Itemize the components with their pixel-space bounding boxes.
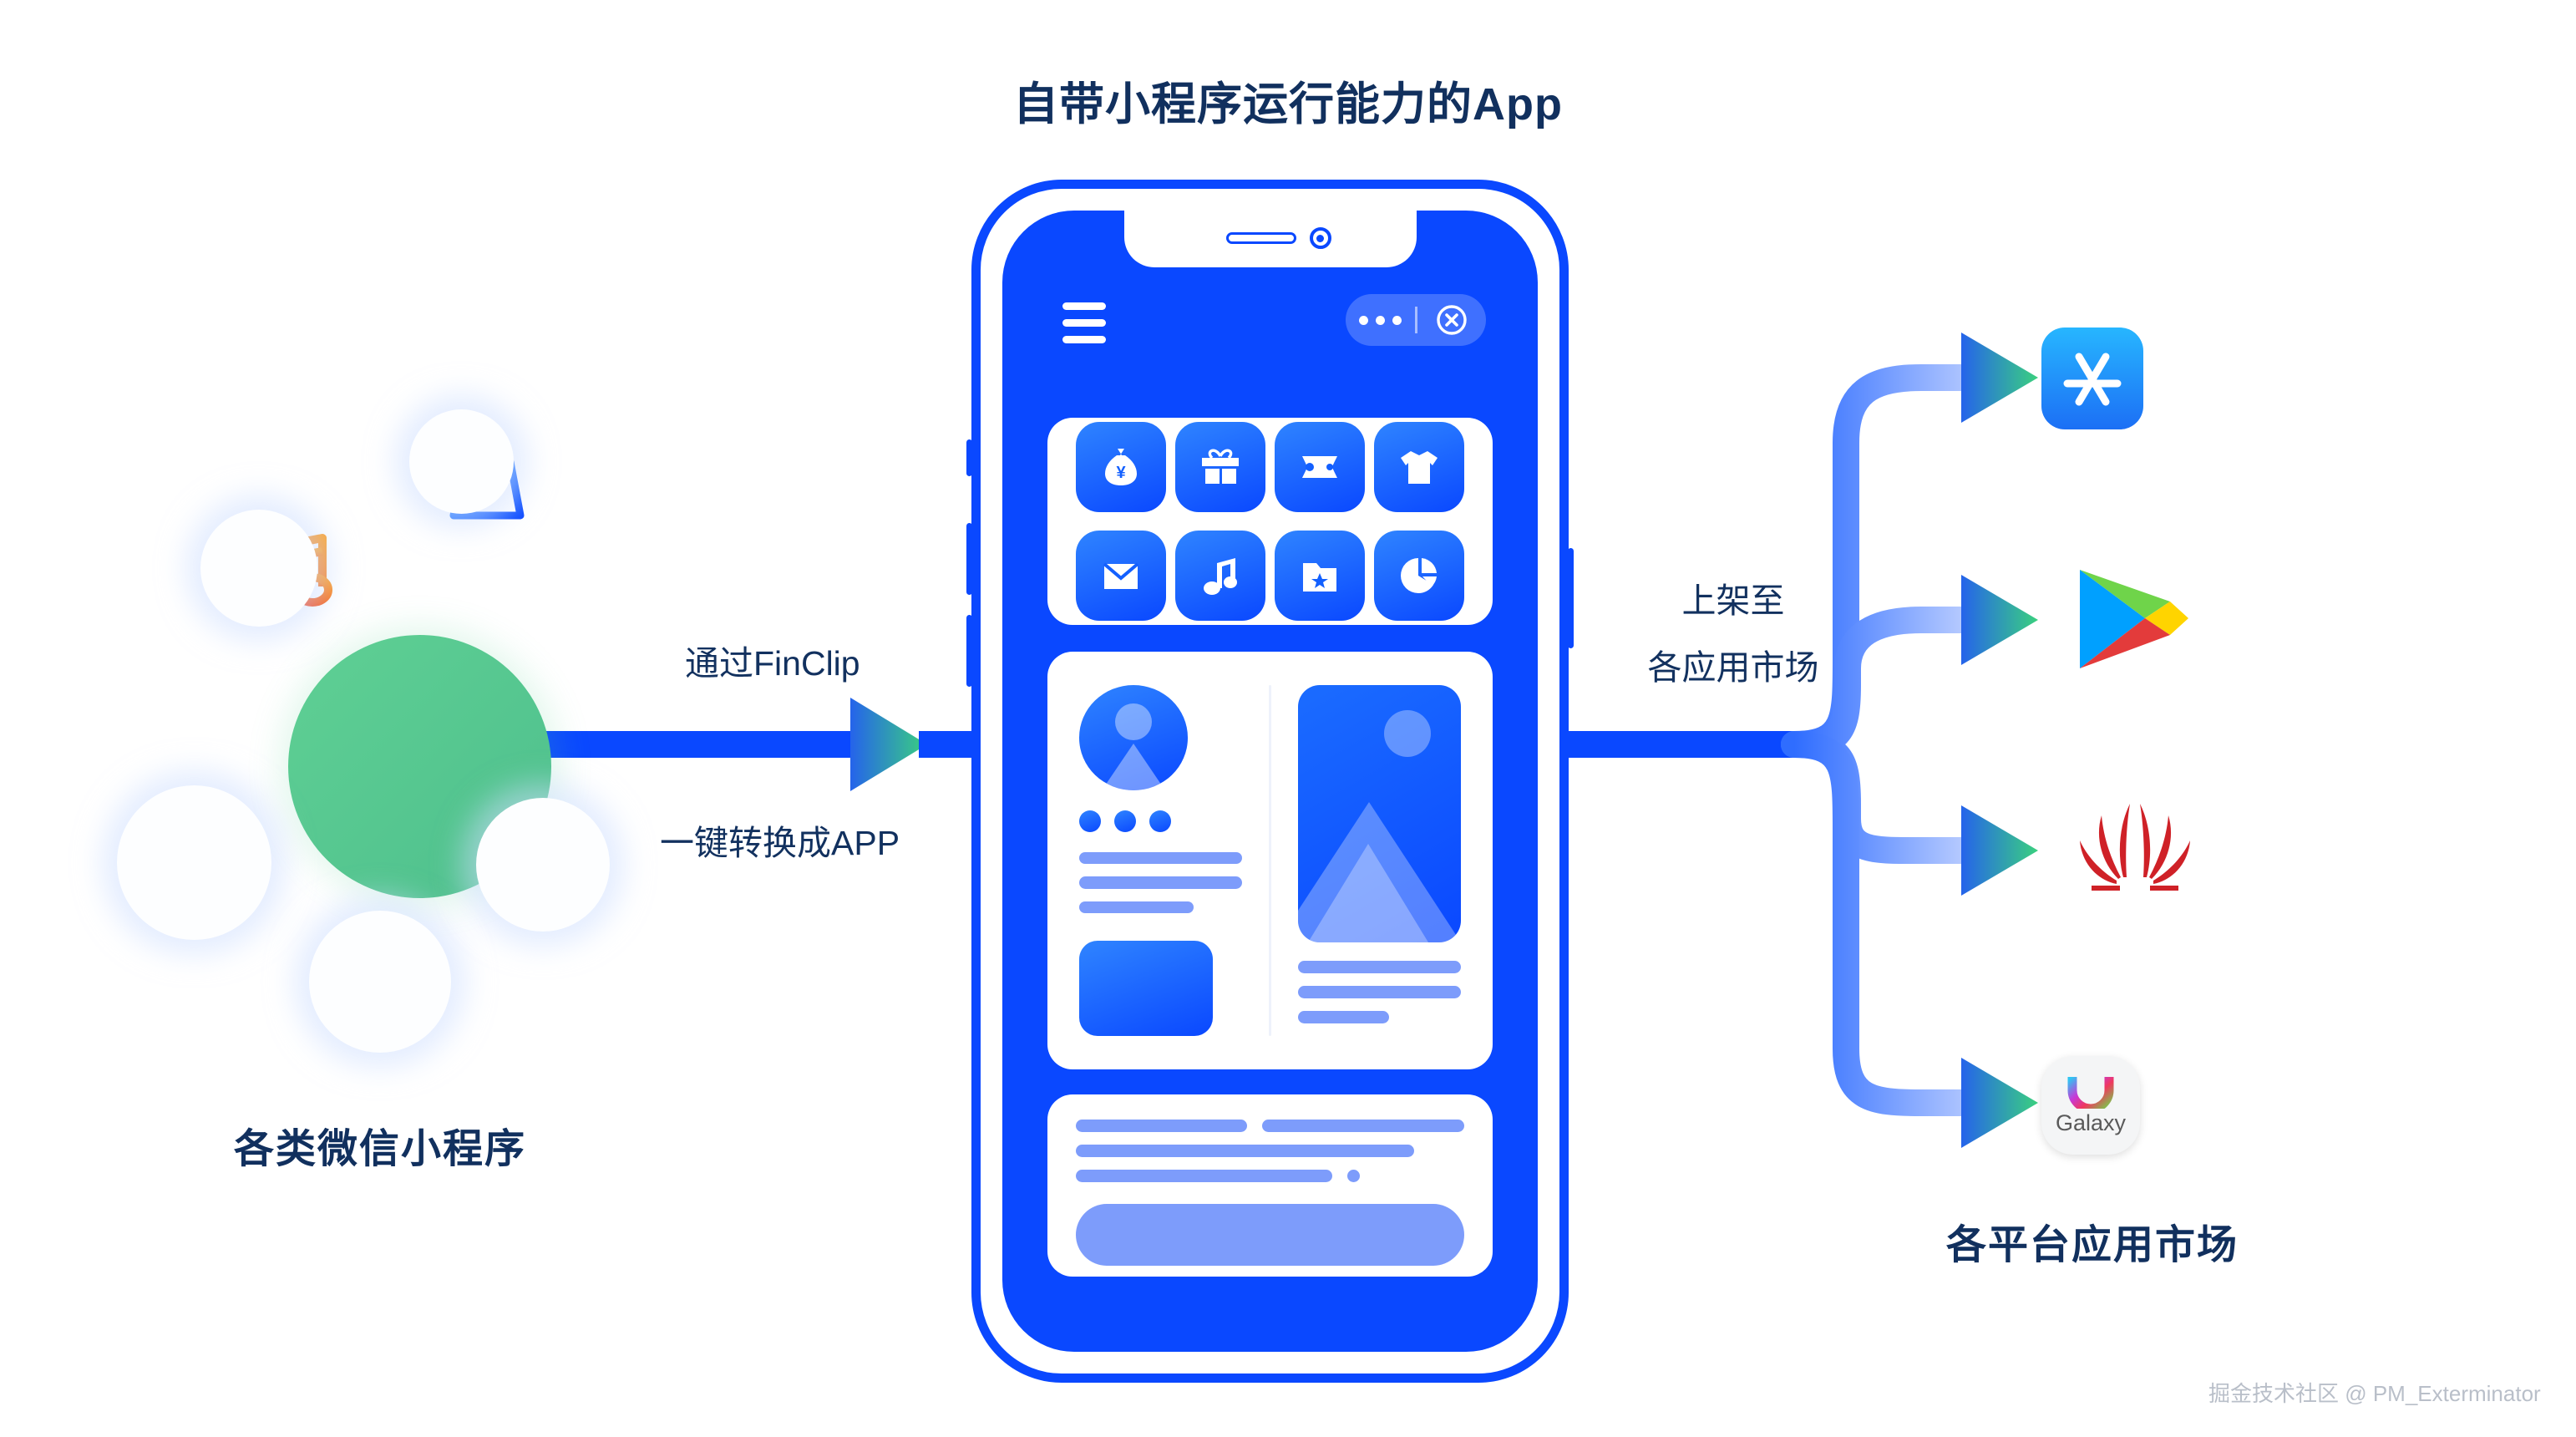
app-icon-pie-chart[interactable] (1374, 531, 1464, 621)
placeholder-line (1079, 876, 1242, 889)
content-left-column (1079, 685, 1242, 1036)
svg-text:¥: ¥ (1116, 464, 1126, 482)
app-icon-envelope[interactable] (1076, 531, 1166, 621)
bubble-food (476, 798, 610, 932)
app-icon-game-controller[interactable] (1275, 422, 1365, 512)
phone-power-button[interactable] (1568, 548, 1574, 648)
phone-mockup: ¥ (966, 180, 1574, 1383)
app-icon-money-bag[interactable]: ¥ (1076, 422, 1166, 512)
phone-screen: ¥ (1002, 211, 1538, 1352)
bubble-weather (309, 911, 451, 1053)
connector-branch-galaxy (1781, 731, 2038, 1148)
placeholder-dot (1346, 1170, 1360, 1182)
hamburger-menu-icon[interactable] (1062, 302, 1106, 353)
content-right-column (1298, 685, 1461, 1036)
flow-label-publish-line2: 各应用市场 (1647, 648, 1819, 687)
bubble-shopping-bag (409, 409, 514, 514)
placeholder-line (1076, 1145, 1414, 1157)
app-grid-row-1: ¥ (1076, 422, 1464, 512)
placeholder-line-row (1076, 1170, 1464, 1182)
phone-mute-button[interactable] (966, 439, 972, 476)
placeholder-line (1079, 851, 1242, 865)
google-play-icon (2080, 570, 2188, 668)
placeholder-line (1298, 1011, 1390, 1023)
galaxy-label: Galaxy (2055, 1109, 2127, 1135)
app-icon-music-note[interactable] (1175, 531, 1265, 621)
app-icon-gift[interactable] (1175, 422, 1265, 512)
app-icon-folder-star[interactable] (1275, 531, 1365, 621)
mountain-shape-large (1298, 802, 1461, 942)
avatar (1079, 685, 1188, 790)
placeholder-line-row (1076, 1120, 1464, 1132)
sun-shape-icon (1384, 710, 1431, 757)
watermark: 掘金技术社区 @ PM_Exterminator (2208, 1381, 2541, 1406)
bubble-location (117, 785, 271, 940)
flow-label-convert: 一键转换成APP (660, 824, 900, 862)
cta-button-placeholder[interactable] (1076, 1204, 1464, 1266)
huawei-logo-icon (2080, 804, 2190, 891)
connector-left (543, 698, 994, 791)
content-card (1047, 652, 1493, 1069)
phone-notch (1123, 211, 1417, 267)
store-huawei[interactable] (2038, 797, 2147, 906)
placeholder-block (1079, 941, 1213, 1036)
placeholder-line (1298, 961, 1461, 973)
placeholder-line (1298, 986, 1461, 998)
store-app-store[interactable] (2038, 324, 2147, 433)
placeholder-line (1076, 1170, 1332, 1182)
flow-label-publish-line1: 上架至 (1681, 581, 1785, 620)
bubble-music (200, 510, 317, 627)
connector-right-trunk (1569, 731, 1794, 758)
front-camera-icon (1309, 227, 1331, 249)
placeholder-line (1261, 1120, 1464, 1132)
capsule-divider (1414, 307, 1417, 333)
mountain-shape-small (1307, 844, 1428, 942)
placeholder-line (1079, 901, 1194, 914)
wechat-capsule-bar[interactable] (1346, 294, 1486, 346)
earpiece-speaker-icon (1225, 232, 1296, 244)
close-circle-icon[interactable] (1417, 303, 1487, 337)
store-google-play[interactable] (2038, 566, 2147, 675)
app-grid-row-2 (1076, 531, 1464, 621)
placeholder-line (1076, 1120, 1247, 1132)
galaxy-store-icon: Galaxy (2041, 1056, 2140, 1155)
caption-right: 各平台应用市场 (1946, 1223, 2239, 1267)
image-placeholder (1298, 685, 1461, 942)
store-galaxy[interactable]: Galaxy (2036, 1051, 2145, 1160)
caption-left: 各类微信小程序 (234, 1127, 527, 1171)
app-store-icon (2041, 328, 2143, 429)
column-divider (1269, 685, 1271, 1036)
mini-app-grid-card: ¥ (1047, 418, 1493, 625)
app-icon-t-shirt[interactable] (1374, 422, 1464, 512)
phone-volume-up-button[interactable] (966, 523, 972, 595)
flow-label-finclip: 通过FinClip (685, 644, 860, 683)
page-title: 自带小程序运行能力的App (1013, 79, 1563, 129)
phone-volume-down-button[interactable] (966, 615, 972, 687)
bottom-card (1047, 1094, 1493, 1277)
rating-dots (1079, 810, 1242, 832)
more-dots-icon[interactable] (1346, 315, 1415, 325)
